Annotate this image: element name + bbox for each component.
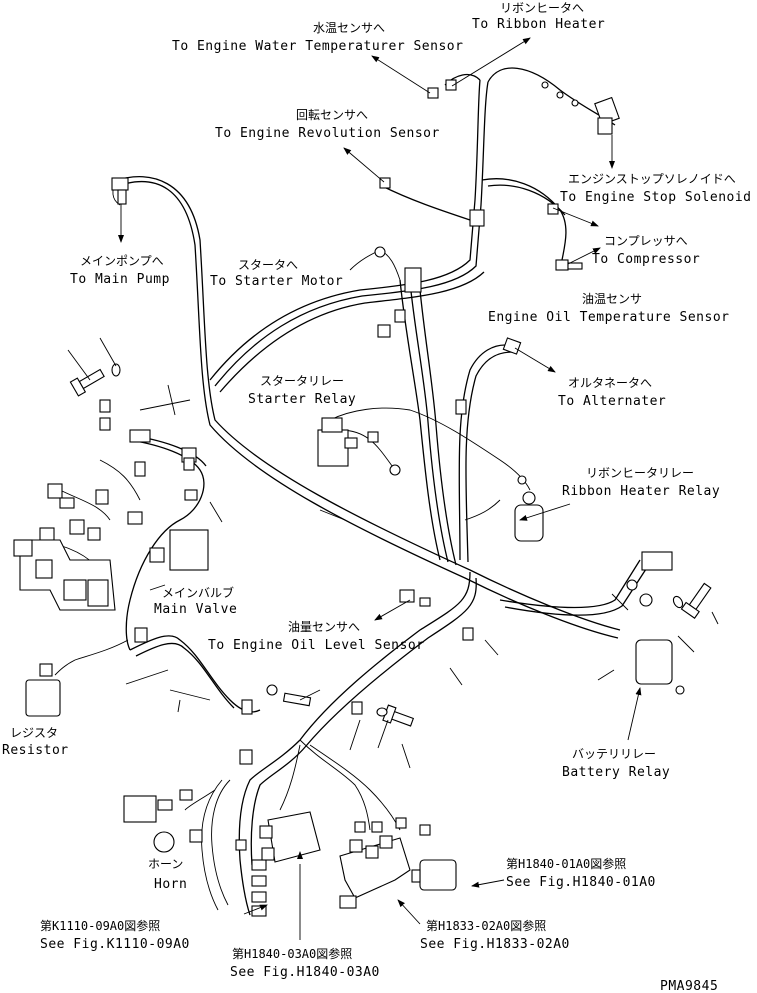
horn-label-en: Horn [154,877,187,892]
leader-lines [67,37,719,940]
water-temp-label-en: To Engine Water Temperaturer Sensor [172,39,463,54]
battery-relay-label-en: Battery Relay [562,765,670,780]
fig-h1833-label-en: See Fig.H1833-02A0 [420,937,570,952]
resistor-label-jp: レジスタ [10,726,58,740]
ribbon-heater-label-jp: リボンヒータへ [500,1,584,15]
fig-k1110-label-en: See Fig.K1110-09A0 [40,937,190,952]
fig-h1840-01-label-en: See Fig.H1840-01A0 [506,875,656,890]
oil-level-label-jp: 油量センサへ [288,620,360,634]
battery-relay [635,639,673,685]
battery-relay-connector [641,551,673,571]
fig-h1840-03-label-jp: 第H1840-03A0図参照 [232,946,352,961]
components [13,79,712,917]
fuse-box-h1840-03 [267,811,321,863]
main-harness [39,67,649,916]
component-h1840-01 [419,859,457,891]
resistor-label-en: Resistor [2,743,69,758]
oil-temp-label-en: Engine Oil Temperature Sensor [488,310,729,325]
fig-k1110-label-jp: 第K1110-09A0図参照 [40,918,160,933]
starter-motor-terminal [374,246,386,258]
oil-temp-label-jp: 油温センサ [582,292,642,306]
relay-bracket-h1833 [339,837,411,899]
oil-temp-connector [502,337,522,355]
starter-relay [317,429,349,467]
alternator-label-jp: オルタネータへ [568,376,652,390]
oil-level-connector [399,589,415,603]
revolution-label-jp: 回転センサへ [296,108,368,122]
main-valve-label-en: Main Valve [154,602,237,617]
ribbon-heater-label-en: To Ribbon Heater [472,17,605,32]
valve-block [169,529,209,571]
starter-motor-label-en: To Starter Motor [210,274,343,289]
water-temp-label-jp: 水温センサへ [313,21,385,35]
water-temp-connector [427,87,439,99]
resistor [25,679,61,717]
oil-level-label-en: To Engine Oil Level Sensor [208,638,425,653]
main-pump-connector [111,177,129,191]
ribbon-relay-label-en: Ribbon Heater Relay [562,484,720,499]
starter-motor-label-jp: スタータへ [238,258,298,272]
horn [153,831,175,853]
main-pump-label-jp: メインポンプへ [80,254,164,268]
fig-h1840-03-label-en: See Fig.H1840-03A0 [230,965,380,980]
alternator-label-en: To Alternater [558,394,666,409]
stop-solenoid-label-en: To Engine Stop Solenoid [560,190,752,205]
fig-h1840-01-label-jp: 第H1840-01A0図参照 [506,856,626,871]
starter-relay-label-en: Starter Relay [248,392,356,407]
revolution-label-en: To Engine Revolution Sensor [215,126,440,141]
revolution-connector [379,177,391,189]
drawing-code: PMA9845 [660,979,718,993]
stop-solenoid-label-jp: エンジンストップソレノイドへ [568,172,736,186]
ribbon-relay-label-jp: リボンヒータリレー [586,466,694,480]
horn-label-jp: ホーン [148,857,183,871]
fig-h1833-label-jp: 第H1833-02A0図参照 [426,918,546,933]
starter-relay-label-jp: スタータリレー [260,374,344,388]
ribbon-heater-relay [514,504,544,542]
stop-solenoid-connector [547,203,559,215]
compressor-label-en: To Compressor [592,252,700,267]
battery-relay-label-jp: バッテリリレー [572,747,656,761]
main-valve-label-jp: メインバルブ [162,585,234,600]
compressor-label-jp: コンプレッサへ [604,234,688,248]
compressor-connector [555,259,569,271]
main-pump-label-en: To Main Pump [70,272,170,287]
